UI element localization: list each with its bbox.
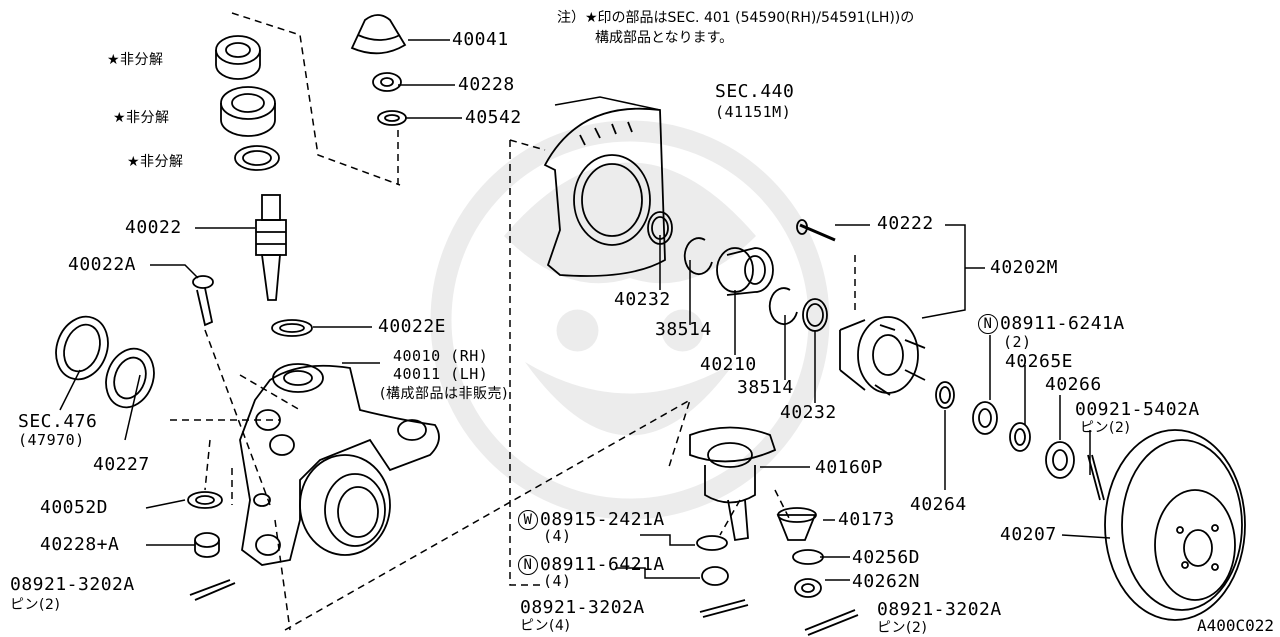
w-marker-icon: W — [518, 510, 538, 530]
part-40160p[interactable]: 40160P — [815, 457, 884, 478]
part-40011-note: (構成部品は非販売) — [380, 386, 508, 402]
part-40265e[interactable]: 40265E — [1005, 351, 1074, 372]
part-00921-5402a[interactable]: 00921-5402A — [1075, 399, 1200, 420]
part-pin-1[interactable]: 08921-3202A — [10, 574, 135, 595]
part-sec440-sub: (41151M) — [715, 103, 792, 121]
brake-disc — [1104, 429, 1246, 621]
non-disassembly-label-3: ★非分解 — [127, 154, 184, 170]
part-n08911-6241a-num: 08911-6241A — [1000, 313, 1125, 334]
bearing-and-seal — [55, 315, 223, 558]
footnote-line1: 注）★印の部品はSEC. 401 (54590(RH)/54591(LH))の — [557, 10, 915, 26]
leader-lines — [59, 39, 1111, 581]
part-40222[interactable]: 40222 — [877, 213, 934, 234]
part-40010-rh[interactable]: 40010 (RH) — [393, 347, 489, 365]
kingpin — [192, 194, 313, 337]
part-38514-a[interactable]: 38514 — [655, 319, 712, 340]
hub-nut-parts — [935, 381, 1105, 501]
part-40264[interactable]: 40264 — [910, 494, 967, 515]
part-w08915-2421a-qty: (4) — [543, 527, 572, 545]
part-sec440[interactable]: SEC.440 — [715, 81, 795, 102]
bearing-stack — [215, 35, 280, 171]
part-40262n[interactable]: 40262N — [852, 571, 921, 592]
watermark-emblem-icon — [430, 120, 830, 520]
part-pin-3[interactable]: 08921-3202A — [877, 599, 1002, 620]
part-40542[interactable]: 40542 — [465, 107, 522, 128]
part-40022a[interactable]: 40022A — [68, 254, 137, 275]
part-40232-a[interactable]: 40232 — [614, 289, 671, 310]
dust-shield — [543, 107, 666, 277]
part-40232-b[interactable]: 40232 — [780, 402, 837, 423]
part-38514-b[interactable]: 38514 — [737, 377, 794, 398]
hub-bearing-parts — [647, 211, 828, 332]
n-marker-icon: N — [518, 555, 538, 575]
non-disassembly-label-2: ★非分解 — [113, 110, 170, 126]
part-pin-1-qty: ピン(2) — [10, 597, 61, 613]
boot-and-nut — [350, 14, 407, 126]
part-00921-5402a-qty: ピン(2) — [1080, 420, 1131, 436]
diagram-reference-code: A400C022 — [1196, 616, 1274, 635]
part-sec476[interactable]: SEC.476 — [18, 411, 98, 432]
part-40207[interactable]: 40207 — [1000, 524, 1057, 545]
part-w08915-2421a-num: 08915-2421A — [540, 509, 665, 530]
n-marker-icon: N — [978, 314, 998, 334]
part-40022[interactable]: 40022 — [125, 217, 182, 238]
part-pin-2-qty: ピン(4) — [520, 618, 571, 634]
part-40227[interactable]: 40227 — [93, 454, 150, 475]
non-disassembly-label-1: ★非分解 — [107, 52, 164, 68]
part-40228[interactable]: 40228 — [458, 74, 515, 95]
part-n08911-6421a-qty: (4) — [543, 572, 572, 590]
part-40052d[interactable]: 40052D — [40, 497, 109, 518]
part-40173[interactable]: 40173 — [838, 509, 895, 530]
part-n08911-6421a-num: 08911-6421A — [540, 554, 665, 575]
cotter-pins — [189, 579, 859, 636]
part-40256d[interactable]: 40256D — [852, 547, 921, 568]
steering-knuckle — [239, 363, 440, 566]
part-40228a[interactable]: 40228+A — [40, 534, 120, 555]
footnote: 注）★印の部品はSEC. 401 (54590(RH)/54591(LH))の … — [557, 8, 914, 48]
part-40266[interactable]: 40266 — [1045, 374, 1102, 395]
part-40202m[interactable]: 40202M — [990, 257, 1059, 278]
part-40041[interactable]: 40041 — [452, 29, 509, 50]
part-pin-3-qty: ピン(2) — [877, 620, 928, 636]
part-40210[interactable]: 40210 — [700, 354, 757, 375]
ball-joint — [689, 426, 824, 598]
wheel-hub — [796, 219, 926, 396]
part-n08911-6241a-qty: (2) — [1003, 333, 1032, 351]
part-40022e[interactable]: 40022E — [378, 316, 447, 337]
part-40011-lh[interactable]: 40011 (LH) — [393, 365, 489, 383]
part-pin-2[interactable]: 08921-3202A — [520, 597, 645, 618]
part-sec476-sub: (47970) — [18, 431, 85, 449]
footnote-line2: 構成部品となります。 — [595, 30, 734, 46]
